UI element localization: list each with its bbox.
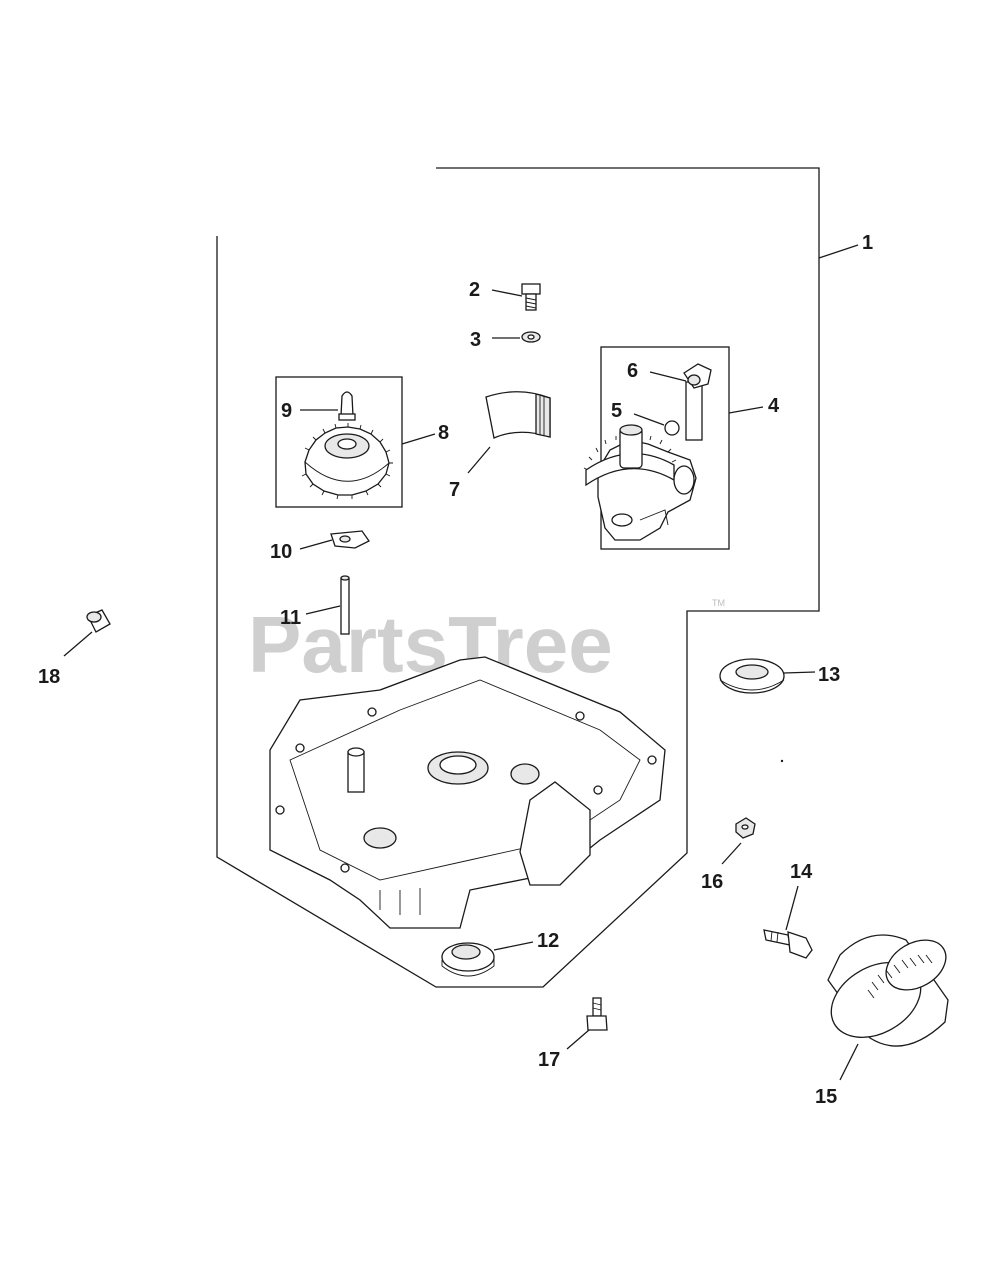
callout-14[interactable]: 14 [790,861,813,883]
part-15-oil-filter[interactable] [818,930,955,1053]
callout-8[interactable]: 8 [438,422,449,444]
callout-10[interactable]: 10 [270,541,292,563]
callout-9[interactable]: 9 [281,400,292,422]
callout-5[interactable]: 5 [611,400,622,422]
part-10-tab-washer[interactable] [330,530,370,549]
gear-subassembly-box [275,376,403,508]
callout-1[interactable]: 1 [862,232,873,254]
part-2-bolt[interactable] [521,283,541,311]
callout-18[interactable]: 18 [38,666,60,688]
part-16-nut[interactable] [735,817,756,839]
assembly-outline [216,167,820,988]
leader-lines [63,244,859,1081]
part-6-pickup-tube[interactable] [683,363,712,441]
callout-13[interactable]: 13 [818,664,840,686]
callout-6[interactable]: 6 [627,360,638,382]
part-13-seal[interactable] [719,658,785,694]
callout-17[interactable]: 17 [538,1049,560,1071]
callout-labels: 1 2 3 4 5 6 7 8 9 10 11 12 13 14 15 16 1… [38,232,873,1108]
stray-dot [780,759,784,763]
watermark-trademark: TM [712,598,725,608]
callout-15[interactable]: 15 [815,1086,837,1108]
callout-7[interactable]: 7 [449,479,460,501]
oil-pump-subassembly-box [600,346,730,550]
part-7-liner[interactable] [485,391,551,439]
callout-4[interactable]: 4 [768,395,780,417]
part-4-oil-pump[interactable] [583,424,697,541]
part-5-o-ring[interactable] [664,420,680,436]
part-8-gear[interactable] [301,423,393,500]
part-12-oil-seal[interactable] [441,942,495,977]
part-3-washer[interactable] [521,331,541,343]
part-14-adapter[interactable] [763,929,813,959]
part-18-plug[interactable] [86,609,111,633]
callout-16[interactable]: 16 [701,871,723,893]
callout-3[interactable]: 3 [470,329,481,351]
callout-12[interactable]: 12 [537,930,559,952]
part-11-dowel-pin[interactable] [340,575,350,635]
callout-11[interactable]: 11 [280,607,301,629]
part-17-bolt[interactable] [586,997,608,1031]
closure-plate-housing[interactable] [269,656,666,929]
callout-2[interactable]: 2 [469,279,480,301]
part-9-pin[interactable] [338,391,356,421]
